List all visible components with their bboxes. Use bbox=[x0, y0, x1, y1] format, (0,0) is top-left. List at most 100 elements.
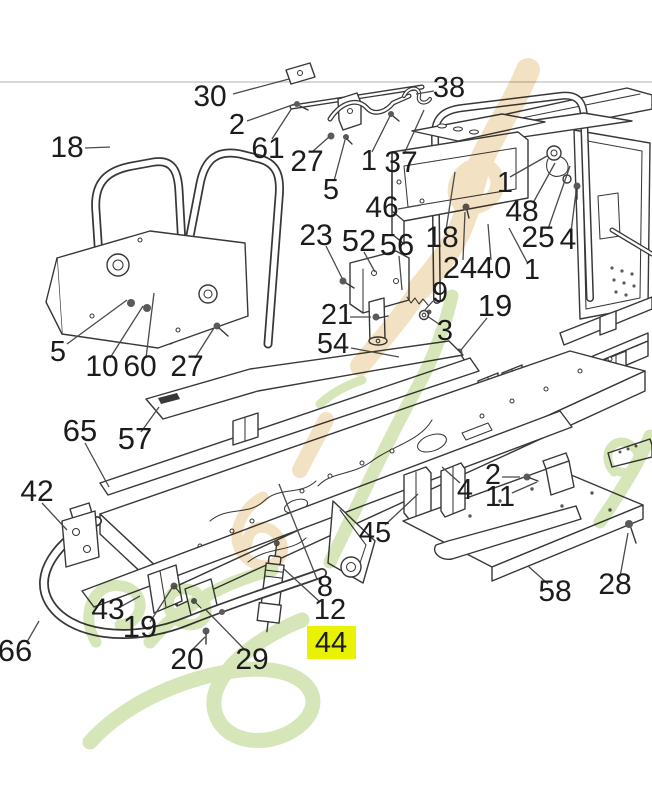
front-bracket bbox=[61, 502, 100, 568]
leader-line bbox=[278, 483, 318, 580]
callout-label-52: 52 bbox=[342, 223, 376, 258]
callout-label-21: 21 bbox=[321, 299, 353, 331]
leader-line bbox=[398, 255, 403, 291]
callout-label-2: 2 bbox=[485, 459, 501, 491]
leader-line bbox=[445, 171, 456, 231]
leader-line bbox=[371, 115, 391, 153]
leader-line bbox=[570, 191, 577, 233]
leader-line bbox=[363, 251, 376, 273]
callout-label-28: 28 bbox=[598, 568, 631, 601]
callout-label-1: 1 bbox=[361, 145, 377, 177]
leader-line bbox=[487, 223, 492, 261]
callout-label-11: 11 bbox=[485, 481, 515, 513]
leader-line bbox=[145, 292, 155, 359]
washer bbox=[143, 304, 151, 312]
pivot-gusset bbox=[327, 466, 432, 584]
left-side-panel bbox=[45, 230, 249, 349]
callout-label-46: 46 bbox=[365, 191, 398, 224]
leader-line bbox=[423, 300, 434, 312]
callout-label-45: 45 bbox=[359, 517, 391, 549]
callout-label-19: 19 bbox=[123, 609, 157, 644]
callout-label-30: 30 bbox=[193, 80, 226, 113]
callout-label-8: 8 bbox=[317, 571, 333, 603]
leader-line bbox=[109, 305, 144, 359]
callout-label-42: 42 bbox=[20, 475, 53, 508]
leader-line bbox=[403, 109, 425, 155]
leader-line bbox=[271, 107, 293, 140]
callout-label-1: 1 bbox=[497, 167, 513, 199]
callout-label-24: 24 bbox=[443, 250, 477, 285]
leader-line bbox=[333, 139, 346, 182]
callout-label-19: 19 bbox=[478, 288, 512, 323]
callout-label-40: 40 bbox=[477, 250, 511, 285]
callout-label-highlighted-44: 44 bbox=[315, 627, 347, 659]
leader-line bbox=[350, 347, 400, 358]
leader-line bbox=[384, 493, 419, 526]
leader-line bbox=[441, 466, 461, 484]
leader-line bbox=[140, 406, 160, 433]
leader-line bbox=[460, 317, 488, 351]
callout-label-1: 1 bbox=[524, 254, 540, 286]
callout-label-4: 4 bbox=[560, 223, 577, 256]
leader-line bbox=[191, 636, 206, 651]
leader-line bbox=[415, 90, 435, 95]
nut bbox=[127, 299, 135, 307]
leader-line bbox=[205, 609, 246, 651]
leader-line bbox=[121, 595, 141, 607]
leader-line bbox=[462, 211, 466, 261]
callout-label-12: 12 bbox=[314, 594, 346, 626]
leader-line bbox=[511, 481, 538, 494]
bumper-tube bbox=[39, 516, 327, 639]
callout-label-25: 25 bbox=[521, 221, 554, 254]
leader-line bbox=[619, 532, 629, 578]
callout-label-54: 54 bbox=[317, 328, 349, 360]
callout-label-18: 18 bbox=[50, 131, 83, 164]
top-linkage-parts bbox=[285, 62, 432, 145]
callout-label-61: 61 bbox=[251, 132, 284, 165]
leader-line bbox=[84, 442, 110, 488]
leader-line bbox=[66, 299, 128, 345]
callout-label-5: 5 bbox=[50, 336, 66, 368]
leader-line bbox=[283, 568, 321, 603]
leader-line bbox=[311, 136, 330, 153]
leader-line bbox=[194, 327, 215, 359]
callout-label-58: 58 bbox=[538, 575, 571, 608]
leader-line bbox=[426, 315, 440, 325]
callout-label-43: 43 bbox=[91, 593, 124, 626]
leader-line bbox=[232, 78, 290, 95]
callout-label-23: 23 bbox=[299, 219, 332, 252]
leader-line bbox=[41, 502, 68, 531]
callout-label-60: 60 bbox=[123, 350, 156, 383]
callout-label-9: 9 bbox=[432, 277, 448, 309]
callout-label-27: 27 bbox=[290, 145, 323, 178]
highlight-box bbox=[307, 626, 356, 659]
leader-line bbox=[325, 245, 343, 279]
leader-line bbox=[397, 204, 422, 210]
callout-label-48: 48 bbox=[505, 195, 538, 228]
callout-label-37: 37 bbox=[384, 146, 417, 179]
callout-label-38: 38 bbox=[433, 72, 465, 104]
callout-label-65: 65 bbox=[63, 413, 97, 448]
callout-label-2: 2 bbox=[229, 109, 245, 141]
left-support-arm bbox=[99, 340, 480, 496]
leader-line bbox=[26, 620, 40, 643]
leader-line bbox=[508, 227, 528, 263]
leader-lines bbox=[26, 78, 629, 651]
callout-label-18: 18 bbox=[425, 221, 458, 254]
callout-label-5: 5 bbox=[323, 174, 339, 206]
leader-line bbox=[246, 103, 296, 122]
leader-line bbox=[532, 162, 556, 204]
callout-label-56: 56 bbox=[380, 227, 414, 262]
leader-line bbox=[547, 165, 571, 230]
leader-line bbox=[84, 146, 111, 149]
callout-label-10: 10 bbox=[85, 350, 118, 383]
callout-label-66: 66 bbox=[0, 633, 32, 668]
callout-label-4: 4 bbox=[457, 474, 473, 506]
callout-label-20: 20 bbox=[170, 643, 203, 676]
callout-label-3: 3 bbox=[437, 315, 453, 347]
callout-label-27: 27 bbox=[170, 350, 203, 383]
roll-bar-loops bbox=[91, 148, 284, 349]
callout-label-29: 29 bbox=[235, 643, 268, 676]
